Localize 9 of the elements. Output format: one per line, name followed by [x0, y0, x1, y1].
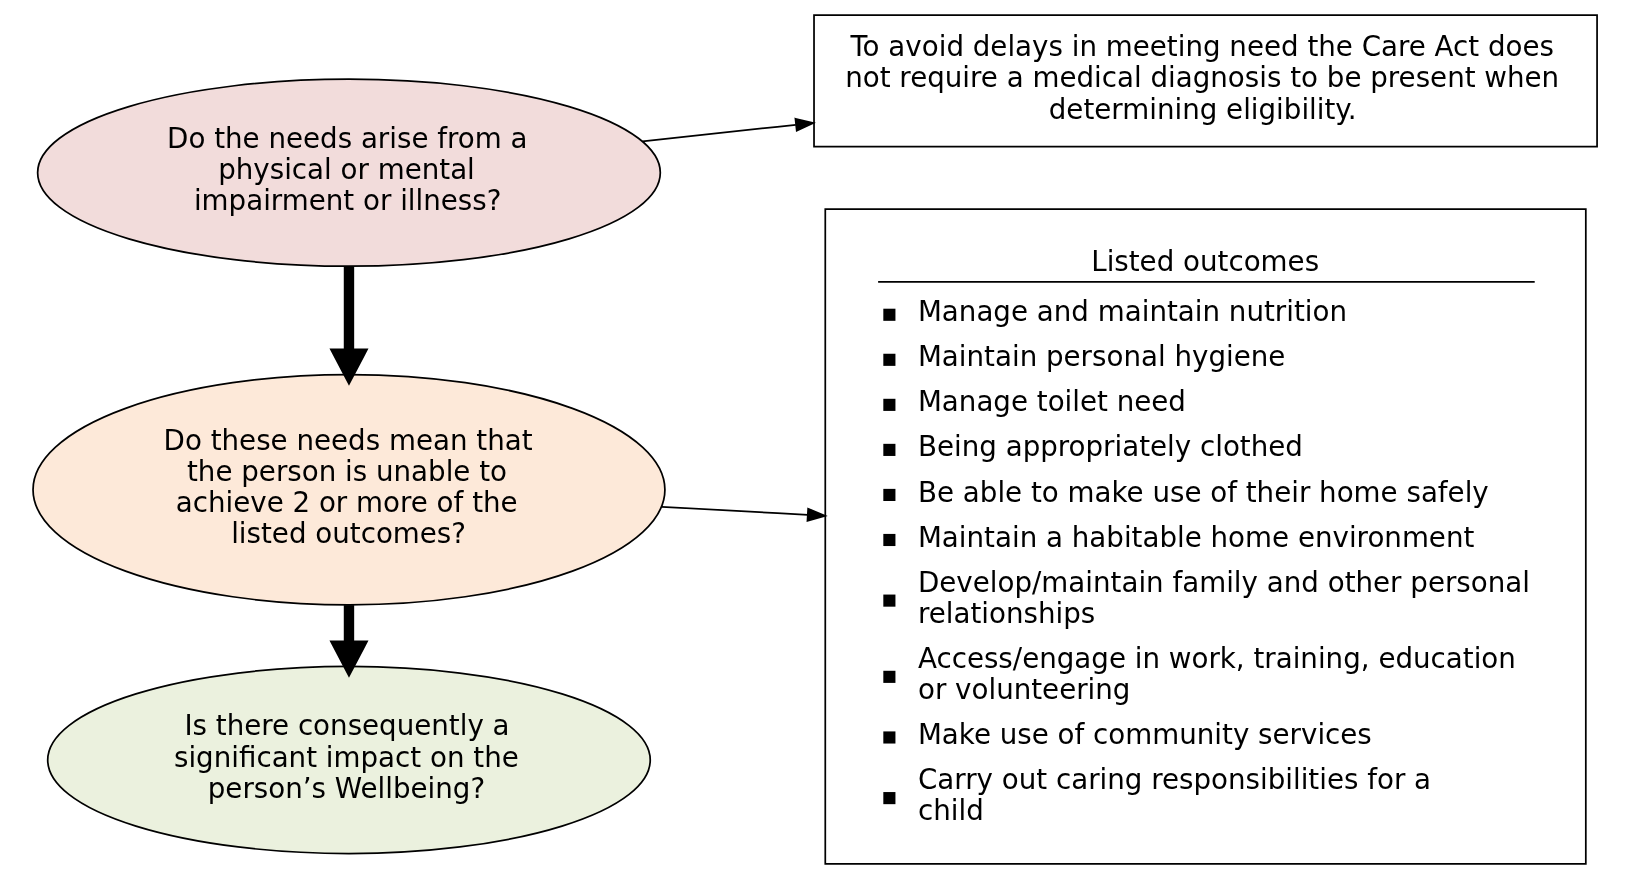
node-box: To avoid delays in meeting need the Care Act does not require a medical diagnosis to be present when determining eligibility. — [813, 14, 1598, 148]
node-ellipse: Do these needs mean that the person is unable to achieve 2 or more of the listed outcomes? — [32, 373, 666, 606]
node-box: Listed outcomes Manage and maintain nutrition Maintain personal hygiene Manage toilet need Being appropriately clothed Be able to make use of their home safely Maintain a habitable home environment Develop/maintain family and other personal relationships Access/engage in work, training, education or volunteering Make use of community services Carry out caring responsibilities for a child — [824, 208, 1587, 865]
arrow — [329, 605, 369, 678]
node-ellipse: Is there consequently a significant impact on the person’s Wellbeing? — [46, 665, 652, 855]
arrow — [329, 266, 369, 386]
arrow — [660, 505, 828, 523]
arrow — [641, 117, 816, 143]
node-ellipse: Do the needs arise from a physical or mental impairment or illness? — [36, 78, 662, 268]
